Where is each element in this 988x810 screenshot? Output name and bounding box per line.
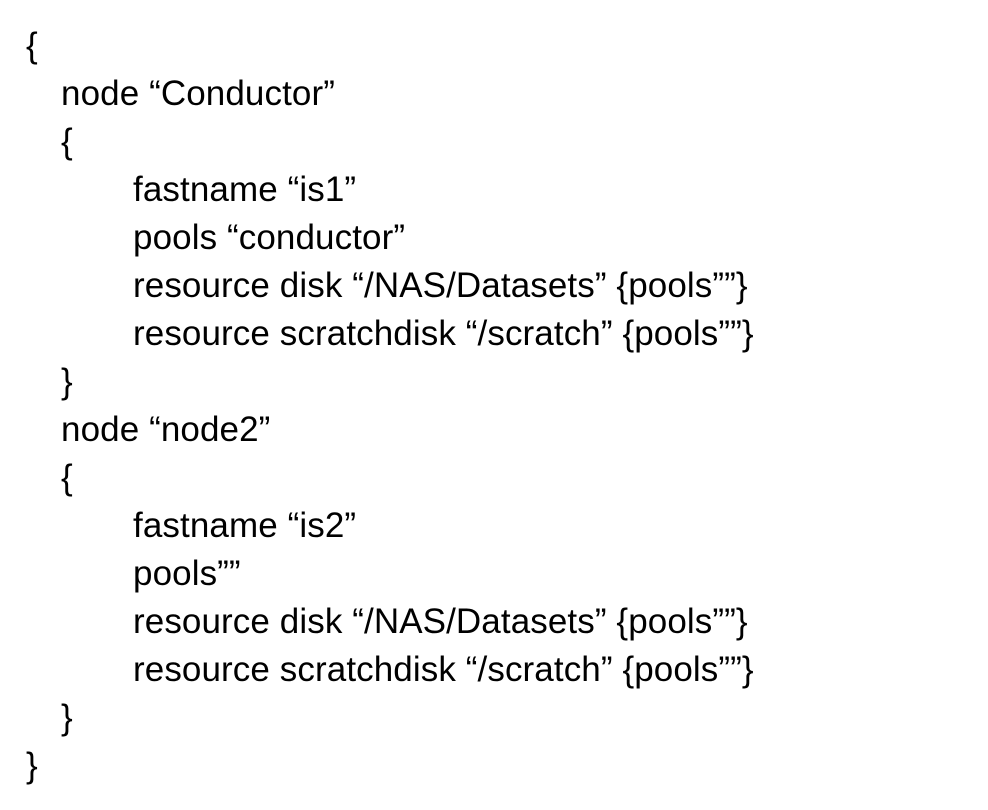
code-line: pools””: [133, 554, 241, 593]
code-line: }: [61, 698, 73, 737]
code-line: {: [26, 26, 38, 65]
code-line: resource disk “/NAS/Datasets” {pools””}: [133, 266, 748, 305]
code-line: }: [26, 746, 38, 785]
code-line: resource scratchdisk “/scratch” {pools””…: [133, 314, 754, 353]
code-line: {: [61, 458, 73, 497]
code-line: }: [61, 362, 73, 401]
code-line: pools “conductor”: [133, 218, 406, 257]
code-line: resource scratchdisk “/scratch” {pools””…: [133, 650, 754, 689]
code-line: resource disk “/NAS/Datasets” {pools””}: [133, 602, 748, 641]
code-line: fastname “is2”: [133, 506, 357, 545]
code-line: node “node2”: [61, 410, 271, 449]
code-line: fastname “is1”: [133, 170, 357, 209]
code-line: {: [61, 122, 73, 161]
code-line: node “Conductor”: [61, 74, 335, 113]
